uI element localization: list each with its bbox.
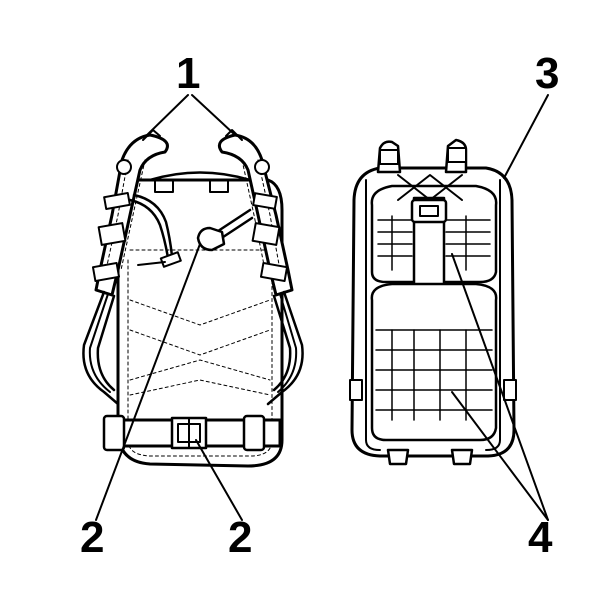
front-view: [349, 138, 517, 466]
molle-top: [377, 215, 491, 271]
callout-2-hip-buckle: 2: [228, 513, 253, 562]
left-shoulder-strap: [94, 133, 169, 297]
back-top-tab-right: [209, 179, 229, 193]
callout-2-sternum-buckle: 2: [80, 513, 105, 562]
sternum-buckle: [196, 226, 226, 252]
back-top-tab-left: [154, 179, 174, 193]
right-shoulder-strap: [217, 133, 294, 297]
top-buckle: [410, 198, 448, 224]
molle-bottom: [375, 329, 493, 421]
back-view: [82, 129, 304, 468]
bottom-pocket: [370, 282, 498, 442]
back-top: [148, 171, 252, 182]
hydration-tube: [128, 198, 170, 260]
callout-4-molle-webbing: 4: [528, 513, 553, 562]
callout-3-backpack: 3: [535, 49, 560, 98]
callout-1-shoulder-straps: 1: [176, 49, 201, 98]
leader-lines: [95, 94, 549, 521]
